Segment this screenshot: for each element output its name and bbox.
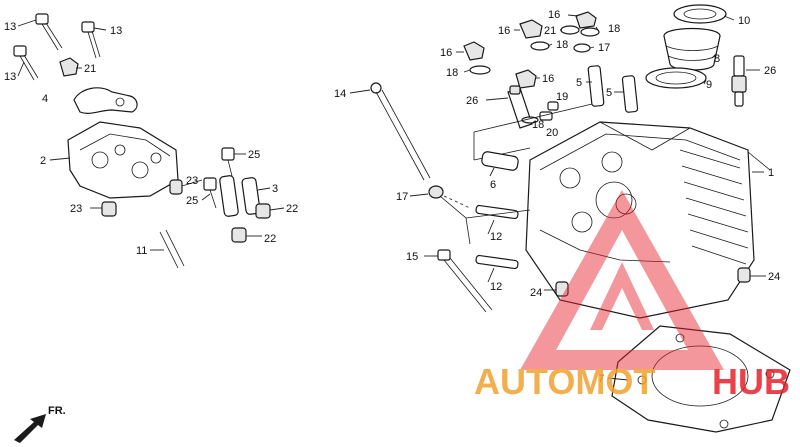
- bolt-13-mid-left: [13, 45, 39, 81]
- label-11: 11: [136, 245, 147, 257]
- watermark-text-left: AUTOMOT: [474, 361, 655, 402]
- label-4: 4: [42, 93, 48, 105]
- dowel-22-upper: [255, 203, 271, 219]
- label-6: 6: [490, 179, 496, 191]
- label-7: 7: [598, 373, 604, 385]
- label-18-a: 18: [556, 39, 568, 51]
- bolt-25-lower: [203, 177, 217, 209]
- spark-plug-26-right: [731, 55, 747, 107]
- cylinder-head-1: [525, 121, 755, 319]
- label-21-b: 21: [544, 25, 556, 37]
- label-22-a: 22: [286, 203, 298, 215]
- valve-guide-5-left: [587, 65, 605, 107]
- washer-21-b: [560, 25, 580, 35]
- washer-18-b: [521, 116, 539, 124]
- head-gasket-7: [611, 325, 791, 433]
- label-23-a: 23: [70, 203, 82, 215]
- washer-17-a: [573, 43, 591, 53]
- dowel-22-lower: [231, 227, 247, 243]
- label-2: 2: [40, 155, 46, 167]
- label-17-b: 17: [396, 191, 408, 203]
- insulator-8: [663, 27, 721, 71]
- bracket-line-head: [439, 151, 771, 245]
- washer-18-c: [530, 41, 550, 51]
- front-direction-arrow: FR.: [14, 405, 66, 443]
- label-21-a: 21: [84, 63, 96, 75]
- watermark-text-right: HUB: [712, 361, 790, 402]
- label-18-b: 18: [446, 67, 458, 79]
- dowel-pin-23-left: [101, 201, 117, 217]
- nut-16-c: [519, 19, 543, 39]
- nut-16-a: [463, 41, 485, 61]
- part-labels: 13 13 13 21 4 2 23 11 25 23 25 3 22 22 1…: [4, 9, 780, 385]
- washer-18-a: [469, 65, 491, 75]
- bolt-25-upper: [221, 147, 235, 177]
- label-18-c: 18: [608, 23, 620, 35]
- label-25-b: 25: [186, 195, 198, 207]
- dowel-23-center: [169, 179, 183, 195]
- label-16-a: 16: [440, 47, 452, 59]
- label-26-b: 26: [764, 65, 776, 77]
- label-16-c: 16: [548, 9, 560, 21]
- long-stud-14: [370, 82, 431, 181]
- leader-lines: [17, 14, 766, 381]
- watermark-inner-a-icon: [590, 262, 654, 330]
- washer-17-b: [428, 185, 444, 199]
- label-12-b: 12: [490, 281, 502, 293]
- label-24-a: 24: [530, 287, 542, 299]
- label-23-b: 23: [186, 175, 198, 187]
- label-3: 3: [272, 183, 278, 195]
- label-17-a: 17: [598, 42, 610, 54]
- label-22-b: 22: [264, 233, 276, 245]
- bolt-13-top-left: [35, 13, 63, 51]
- watermark-logo: AUTOMOT HUB: [474, 190, 790, 402]
- nut-16-d: [575, 11, 597, 29]
- stud-bolt-11: [159, 229, 185, 269]
- bolt-13-top-right: [81, 21, 101, 59]
- label-12-a: 12: [490, 231, 502, 243]
- label-9: 9: [706, 79, 712, 91]
- clamp-band-9: [645, 67, 707, 89]
- label-14: 14: [334, 88, 346, 100]
- nut-21-left: [59, 57, 79, 77]
- dowel-pin-12-lower: [475, 254, 519, 270]
- valve-seal-6: [481, 151, 519, 171]
- rocker-shaft-3: [219, 175, 261, 217]
- label-19: 19: [556, 91, 568, 103]
- label-16-d: 16: [542, 73, 554, 85]
- label-18-d: 18: [532, 119, 544, 131]
- rocker-arm-4: [73, 87, 138, 114]
- dowel-pin-24-right: [737, 267, 751, 283]
- front-direction-label: FR.: [48, 405, 66, 417]
- clamp-band-10: [673, 4, 727, 24]
- label-16-b: 16: [498, 25, 510, 37]
- dowel-pin-12-upper: [475, 204, 519, 220]
- stud-bolt-15: [437, 249, 493, 313]
- nut-16-b: [515, 69, 537, 89]
- washer-18-d: [580, 27, 600, 37]
- label-5-a: 5: [576, 77, 582, 89]
- label-26-a: 26: [466, 95, 478, 107]
- label-20: 20: [546, 127, 558, 139]
- dowel-pin-24-left: [555, 281, 569, 297]
- label-13-b: 13: [110, 25, 122, 37]
- valve-guide-5-right: [621, 75, 639, 113]
- label-8: 8: [714, 53, 720, 65]
- dashed-link-17: [443, 195, 471, 209]
- rocker-arm-holder-2: [67, 121, 179, 199]
- label-25-a: 25: [248, 149, 260, 161]
- watermark-triangle-icon: [520, 190, 724, 370]
- label-5-b: 5: [606, 87, 612, 99]
- label-24-b: 24: [768, 271, 780, 283]
- label-13-a: 13: [4, 21, 16, 33]
- label-13-c: 13: [4, 71, 16, 83]
- label-10: 10: [738, 15, 750, 27]
- label-15: 15: [406, 251, 418, 263]
- label-1: 1: [768, 167, 774, 179]
- bolt-19: [547, 101, 559, 111]
